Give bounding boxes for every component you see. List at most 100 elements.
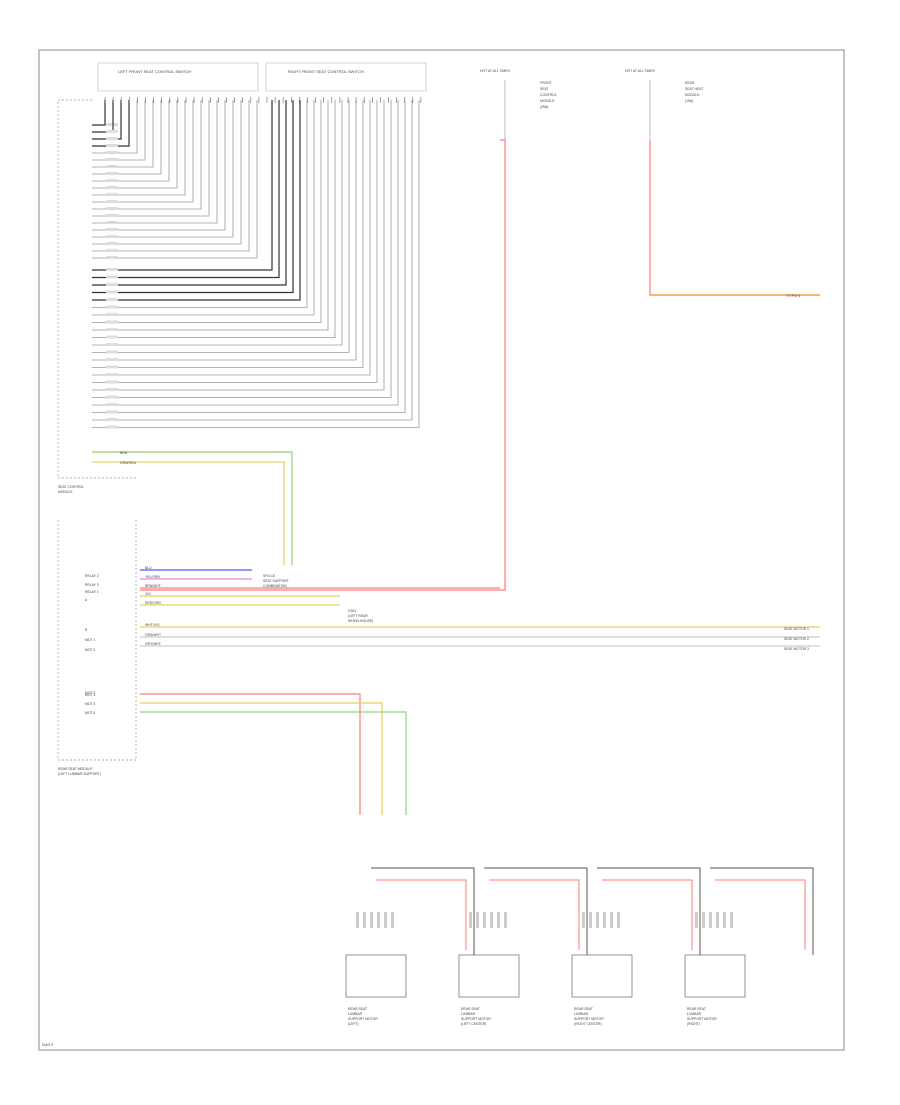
connector-label: MOT 1 (85, 638, 95, 642)
fuse-2-line-1: REAR (685, 81, 695, 85)
motor-title: SUPPORT MOTOR (574, 1017, 604, 1021)
right-label-3: SEAT MOTOR 3 (784, 647, 809, 651)
motor-feed-wire (140, 693, 361, 815)
motor-pin (723, 912, 726, 928)
rear-wire-label: BRN/WHT (145, 584, 161, 588)
front-wire-upper (92, 100, 194, 203)
motor-title: LUMBAR (348, 1012, 363, 1016)
yellow-wire (92, 461, 285, 565)
wire-tag (106, 305, 118, 309)
wire-tag (106, 388, 118, 391)
front-wire-lower (92, 100, 273, 271)
front-wire-lower (92, 100, 336, 338)
wire-tag (106, 214, 118, 217)
front-wire-lower (92, 100, 301, 301)
front-wire-upper (92, 100, 258, 259)
motor-pin (356, 912, 359, 928)
fuse-feed-wires (504, 80, 820, 296)
motor-link-red (376, 879, 467, 950)
right-switch-title: RIGHT FRONT SEAT CONTROL SWITCH (288, 69, 364, 74)
left-switch-title: LEFT FRONT SEAT CONTROL SWITCH (118, 69, 191, 74)
motor-title: LUMBAR (574, 1012, 589, 1016)
wire-tag (106, 350, 118, 354)
diagram-border (38, 49, 845, 1051)
connector-label: RELAY 2 (85, 574, 99, 578)
front-wire-upper (92, 100, 242, 245)
motor-pin (610, 912, 613, 928)
motor-connector-label: MOT 4 (85, 693, 95, 697)
connector-label: MOT 3 (85, 691, 95, 695)
wire-tag (106, 256, 118, 259)
motor-pin (504, 912, 507, 928)
wire-tag (106, 298, 118, 301)
front-wire-lower (92, 100, 357, 361)
motor-link-black (710, 867, 814, 955)
motor-pin (603, 912, 606, 928)
front-wire-upper (92, 100, 234, 238)
front-wire-lower (92, 100, 343, 346)
front-wire-upper (92, 100, 186, 196)
motor-pin (709, 912, 712, 928)
motor-title: SUPPORT MOTOR (687, 1017, 717, 1021)
motor-pin (483, 912, 486, 928)
rear-wire-label: RED/GRN (145, 601, 161, 605)
front-wire-lower (92, 100, 406, 413)
front-wire-upper (92, 100, 178, 189)
fuse-2-line-3: MODULE (685, 93, 700, 97)
wire-tag (106, 235, 118, 238)
front-module-label-1: SEAT CONTROL (58, 485, 84, 489)
motor-box (345, 954, 407, 998)
motor-box (571, 954, 633, 998)
front-wire-lower (92, 100, 287, 286)
front-wire-upper (92, 100, 210, 217)
connector-label: B (85, 628, 88, 632)
motor-link-red (602, 879, 693, 950)
wire-tag (106, 207, 118, 210)
front-wire-upper (92, 100, 170, 182)
rear-module-label-2: (LEFT LUMBAR SUPPORT) (58, 772, 101, 776)
motor-pin (695, 912, 698, 928)
motor-title: SUPPORT MOTOR (348, 1017, 378, 1021)
motor-pin (384, 912, 387, 928)
wire-tag (106, 425, 118, 429)
motor-pin (589, 912, 592, 928)
wire-tag (106, 343, 118, 346)
wire-tag (106, 200, 118, 203)
right-label-2: SEAT MOTOR 2 (784, 637, 809, 641)
fuse-2-line-4: (15A) (685, 99, 693, 103)
front-wire-lower (92, 100, 413, 421)
motor-pin (716, 912, 719, 928)
wire-tag (106, 358, 118, 361)
rear-module-wire-bundle: BLUYEL/GRNBRN/WHTVIORED/GRNWHT/VIOORA/WH… (85, 139, 820, 815)
hot-at-label-1: HOT AT ALL TIMES (480, 69, 511, 73)
to-fig-label: TO FIG 5 (786, 294, 800, 298)
wire-tag (106, 328, 118, 331)
wire-tag (106, 290, 118, 294)
fuse-red-wire (140, 139, 506, 591)
wire-tag (106, 179, 118, 182)
front-wire-lower (92, 100, 308, 308)
wire-tag (106, 130, 118, 133)
wire-tag (106, 283, 118, 286)
connector-label: RELAY 3 (85, 583, 99, 587)
motor-sub: (LEFT CENTER) (461, 1022, 486, 1026)
connector-label: MOT 2 (85, 648, 95, 652)
motor-pin (582, 912, 585, 928)
front-module-label-2: MODULE (58, 490, 73, 494)
wire-tag (106, 249, 118, 252)
motor-title: REAR SEAT (348, 1007, 367, 1011)
motor-pin (497, 912, 500, 928)
wire-tag (106, 335, 118, 339)
motor-pin (596, 912, 599, 928)
motor-pin (363, 912, 366, 928)
motor-pin (370, 912, 373, 928)
wire-tag (106, 373, 118, 376)
wire-tag (106, 123, 118, 126)
fuse-1-line-4: MODULE (540, 99, 555, 103)
wire-tag (106, 365, 118, 369)
wire-tag (106, 380, 118, 384)
front-wire-upper (92, 100, 218, 224)
motor-pin (476, 912, 479, 928)
motor-title: REAR SEAT (574, 1007, 593, 1011)
right-label-1: SEAT MOTOR 1 (784, 627, 809, 631)
